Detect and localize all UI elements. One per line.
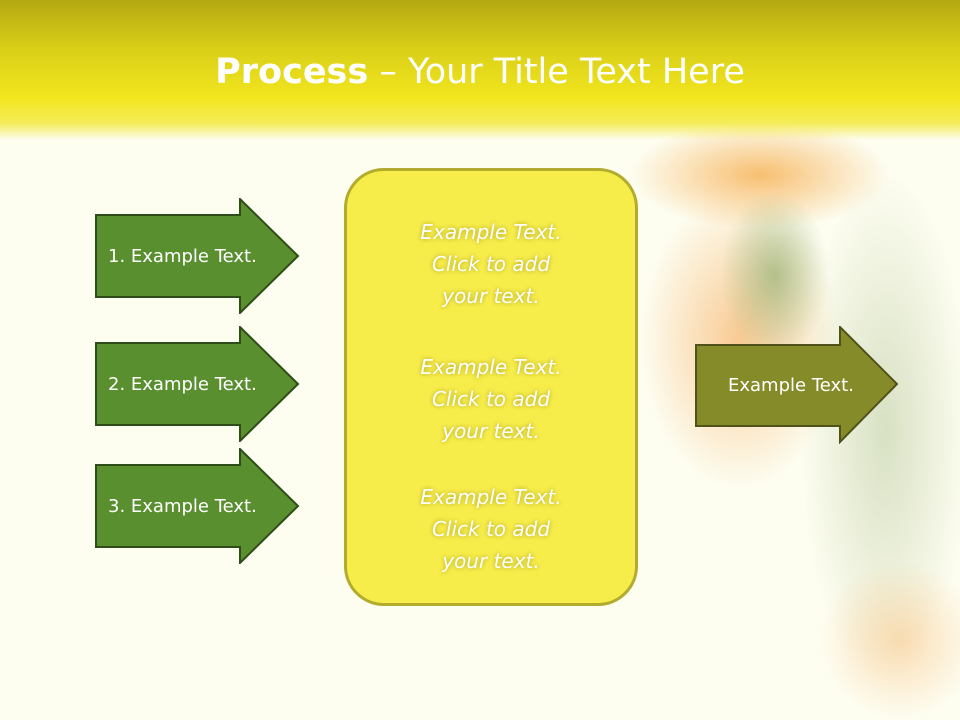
- center-text-block-3[interactable]: Example Text. Click to add your text.: [347, 481, 635, 577]
- block-line: Example Text.: [420, 485, 562, 509]
- title-bold-part: Process: [215, 52, 369, 92]
- page-title: Process – Your Title Text Here: [0, 52, 960, 92]
- block-line: Example Text.: [420, 220, 562, 244]
- background-leaf-shape: [720, 190, 830, 360]
- block-line: your text.: [442, 549, 540, 573]
- background-fruit-shape: [820, 560, 960, 720]
- process-step-arrow-1[interactable]: 1. Example Text.: [95, 198, 300, 314]
- center-text-block-1[interactable]: Example Text. Click to add your text.: [347, 216, 635, 312]
- title-band: [0, 0, 960, 140]
- block-line: Example Text.: [420, 355, 562, 379]
- arrow-shape-icon: [95, 326, 300, 442]
- arrow-label: 2. Example Text.: [108, 373, 257, 395]
- center-text-block-2[interactable]: Example Text. Click to add your text.: [347, 351, 635, 447]
- arrow-shape-icon: [95, 198, 300, 314]
- arrow-shape-icon: [95, 448, 300, 564]
- arrow-label: 3. Example Text.: [108, 495, 257, 517]
- arrow-label: 1. Example Text.: [108, 245, 257, 267]
- result-arrow[interactable]: Example Text.: [695, 326, 900, 444]
- center-content-box[interactable]: Example Text. Click to add your text. Ex…: [344, 168, 638, 606]
- process-step-arrow-2[interactable]: 2. Example Text.: [95, 326, 300, 442]
- block-line: Click to add: [431, 387, 551, 411]
- title-rest-part: – Your Title Text Here: [368, 52, 745, 92]
- process-step-arrow-3[interactable]: 3. Example Text.: [95, 448, 300, 564]
- block-line: Click to add: [431, 252, 551, 276]
- arrow-label: Example Text.: [728, 374, 854, 396]
- block-line: Click to add: [431, 517, 551, 541]
- block-line: your text.: [442, 419, 540, 443]
- block-line: your text.: [442, 284, 540, 308]
- arrow-shape-icon: [695, 326, 899, 444]
